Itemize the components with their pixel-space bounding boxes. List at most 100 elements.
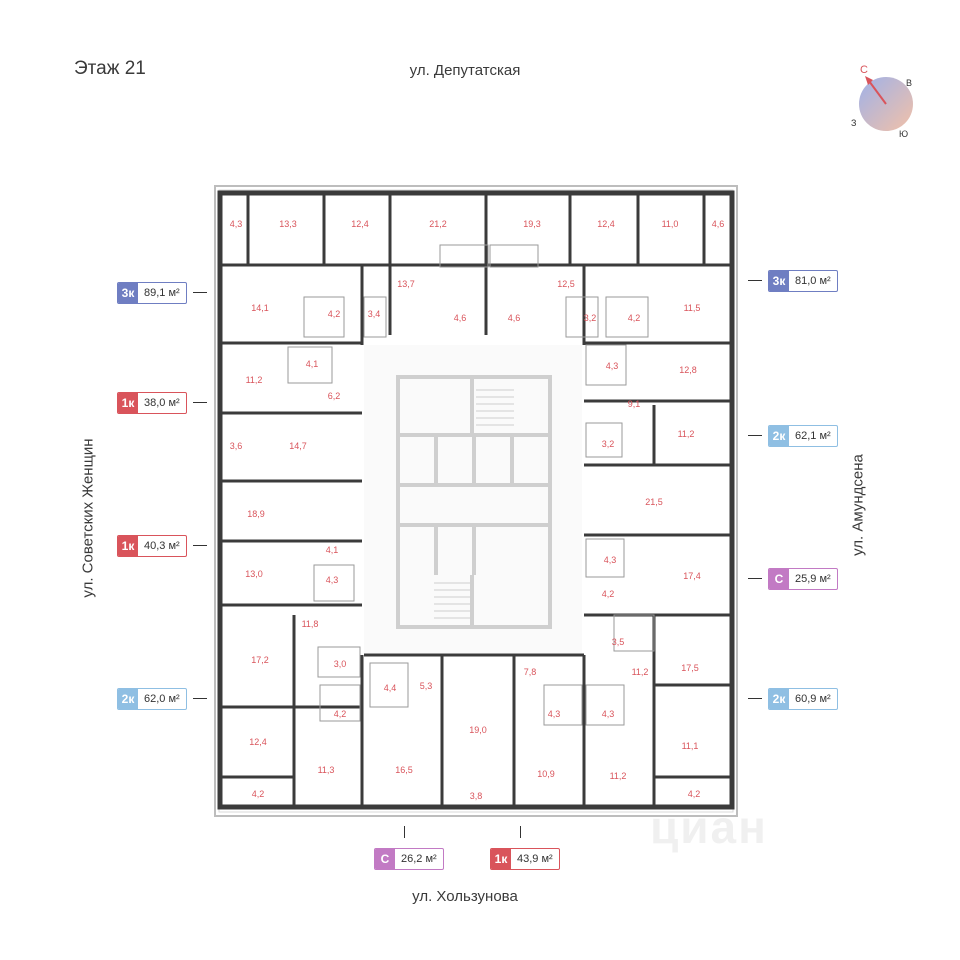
room-area-label: 11,1 xyxy=(682,741,699,751)
room-area-label: 5,3 xyxy=(420,681,433,691)
bathroom-fixtures xyxy=(287,244,655,726)
room-area-label: 4,2 xyxy=(328,309,341,319)
badge-tick xyxy=(193,545,207,546)
apartment-badge[interactable]: 3к 81,0 м² xyxy=(768,270,838,292)
room-area-label: 12,4 xyxy=(351,219,369,229)
watermark: циан xyxy=(650,801,768,853)
room-area-label: 3,2 xyxy=(602,439,615,449)
apartment-area: 62,0 м² xyxy=(144,693,180,705)
room-area-label: 3,4 xyxy=(368,309,381,319)
apartment-badge[interactable]: 2к 62,0 м² xyxy=(117,688,187,710)
badge-tick xyxy=(520,826,521,838)
room-area-label: 4,3 xyxy=(548,709,561,719)
compass-e: В xyxy=(906,78,912,88)
compass-n: С xyxy=(860,64,868,76)
room-area-label: 3,2 xyxy=(584,313,597,323)
room-area-label: 13,3 xyxy=(279,219,297,229)
apartment-area: 40,3 м² xyxy=(144,540,180,552)
compass-icon: С В Ю З xyxy=(851,64,913,139)
apartment-area: 81,0 м² xyxy=(795,275,831,287)
apartment-type: 1к xyxy=(491,849,511,869)
badge-tick xyxy=(193,292,207,293)
room-area-label: 4,6 xyxy=(712,219,725,229)
room-area-label: 14,7 xyxy=(289,441,307,451)
apartment-badge[interactable]: 1к 40,3 м² xyxy=(117,535,187,557)
apartment-badge[interactable]: 1к 43,9 м² xyxy=(490,848,560,870)
room-area-label: 21,5 xyxy=(645,497,663,507)
room-area-label: 7,8 xyxy=(524,667,537,677)
room-area-label: 3,0 xyxy=(334,659,347,669)
room-area-label: 12,5 xyxy=(557,279,575,289)
room-area-label: 14,1 xyxy=(251,303,269,313)
room-area-label: 4,3 xyxy=(604,555,617,565)
apartment-type: 1к xyxy=(118,536,138,556)
room-area-label: 4,2 xyxy=(628,313,641,323)
badge-tick xyxy=(193,698,207,699)
apartment-area: 60,9 м² xyxy=(795,693,831,705)
badge-tick xyxy=(748,280,762,281)
room-area-label: 4,3 xyxy=(602,709,615,719)
room-area-label: 11,2 xyxy=(632,667,649,677)
badge-tick xyxy=(404,826,405,838)
apartment-badge[interactable]: 1к 38,0 м² xyxy=(117,392,187,414)
room-area-label: 19,3 xyxy=(523,219,541,229)
apartment-area: 62,1 м² xyxy=(795,430,831,442)
apartment-type: 1к xyxy=(118,393,138,413)
compass-s: Ю xyxy=(899,129,908,139)
street-top: ул. Депутатская xyxy=(409,62,521,79)
street-left: ул. Советских Женщин xyxy=(79,438,97,598)
apartment-badge[interactable]: 3к 89,1 м² xyxy=(117,282,187,304)
elevator-core xyxy=(364,345,582,653)
room-area-label: 11,0 xyxy=(662,219,679,229)
room-area-label: 4,2 xyxy=(334,709,347,719)
room-area-label: 21,2 xyxy=(429,219,447,229)
room-area-label: 11,8 xyxy=(302,619,319,629)
room-area-label: 12,8 xyxy=(679,365,697,375)
room-area-label: 4,2 xyxy=(688,789,701,799)
apartment-type: 3к xyxy=(118,283,138,303)
room-area-label: 17,4 xyxy=(683,571,701,581)
apartment-area: 38,0 м² xyxy=(144,397,180,409)
floor-plan: 4,3 13,3 12,4 21,2 19,3 12,4 11,0 4,6 13,7 12,5 14… xyxy=(214,185,738,817)
room-labels: 4,3 13,3 12,4 21,2 19,3 12,4 11,0 4,6 13,7 12,5 14… xyxy=(230,219,725,801)
room-area-label: 17,5 xyxy=(681,663,699,673)
room-area-label: 12,4 xyxy=(597,219,615,229)
apartment-area: 89,1 м² xyxy=(144,287,180,299)
room-area-label: 16,5 xyxy=(395,765,413,775)
inner-walls xyxy=(222,193,730,807)
apartment-area: 43,9 м² xyxy=(517,853,553,865)
room-area-label: 12,4 xyxy=(249,737,267,747)
badge-tick xyxy=(748,698,762,699)
badge-tick xyxy=(748,578,762,579)
room-area-label: 11,3 xyxy=(318,765,335,775)
room-area-label: 4,4 xyxy=(384,683,397,693)
room-area-label: 3,6 xyxy=(230,441,243,451)
room-area-label: 4,3 xyxy=(326,575,339,585)
room-area-label: 17,2 xyxy=(251,655,269,665)
street-right: ул. Амундсена xyxy=(849,454,867,556)
apartment-type: С xyxy=(375,849,395,869)
apartment-area: 25,9 м² xyxy=(795,573,831,585)
room-area-label: 4,3 xyxy=(230,219,243,229)
room-area-label: 4,6 xyxy=(454,313,467,323)
floor-title: Этаж 21 xyxy=(74,58,146,79)
apartment-type: С xyxy=(769,569,789,589)
apartment-type: 2к xyxy=(118,689,138,709)
compass-w: З xyxy=(851,118,856,128)
room-area-label: 18,9 xyxy=(247,509,265,519)
apartment-badge[interactable]: С 25,9 м² xyxy=(768,568,838,590)
room-area-label: 3,8 xyxy=(470,791,483,801)
room-area-label: 4,2 xyxy=(252,789,265,799)
room-area-label: 10,9 xyxy=(537,769,555,779)
room-area-label: 13,7 xyxy=(397,279,415,289)
room-area-label: 9,1 xyxy=(628,399,641,409)
apartment-type: 3к xyxy=(769,271,789,291)
room-area-label: 4,1 xyxy=(326,545,339,555)
room-area-label: 11,5 xyxy=(684,303,701,313)
room-area-label: 19,0 xyxy=(469,725,487,735)
room-area-label: 4,3 xyxy=(606,361,619,371)
room-area-label: 13,0 xyxy=(245,569,263,579)
